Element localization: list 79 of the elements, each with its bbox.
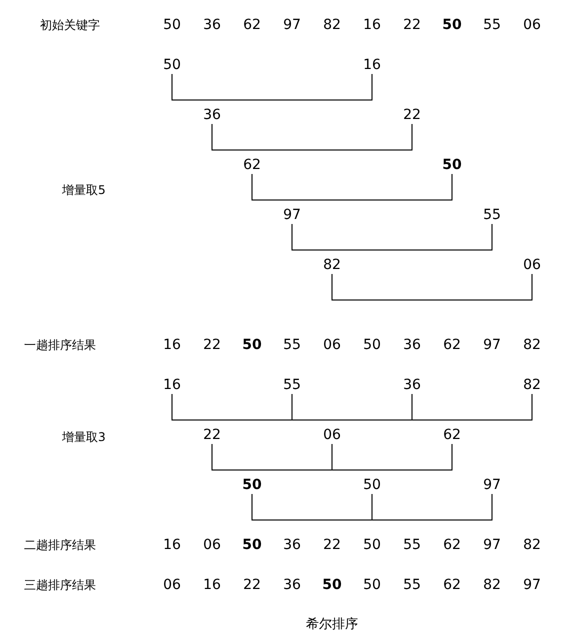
number-text: 36 — [403, 377, 421, 393]
bracket-line — [212, 444, 332, 470]
caption: 希尔排序 — [306, 617, 358, 633]
number-text: 62 — [243, 157, 261, 173]
number-text: 06 — [523, 257, 541, 273]
bracket-line — [252, 174, 452, 200]
number-text: 16 — [163, 337, 181, 353]
bracket-line — [172, 394, 292, 420]
number-text: 22 — [403, 107, 421, 123]
number-text: 82 — [523, 337, 541, 353]
number-text: 36 — [203, 17, 221, 33]
bracket-line — [332, 444, 452, 470]
number-text: 16 — [203, 577, 221, 593]
number-text: 06 — [323, 337, 341, 353]
number-text: 55 — [483, 207, 501, 223]
number-text: 16 — [163, 537, 181, 553]
number-text: 50 — [363, 337, 381, 353]
bracket-line — [212, 124, 412, 150]
bracket-line — [372, 494, 492, 520]
number-text: 97 — [483, 537, 501, 553]
number-text: 82 — [523, 377, 541, 393]
number-text: 22 — [243, 577, 261, 593]
bracket-line — [292, 394, 412, 420]
bracket-line — [412, 394, 532, 420]
number-text: 62 — [443, 427, 461, 443]
number-text: 06 — [163, 577, 181, 593]
number-text: 22 — [323, 537, 341, 553]
row-label: 增量取5 — [62, 182, 106, 198]
number-text: 55 — [283, 337, 301, 353]
number-text: 97 — [283, 17, 301, 33]
number-text: 50 — [442, 157, 462, 173]
number-text: 55 — [283, 377, 301, 393]
number-text: 06 — [523, 17, 541, 33]
row-label: 一趟排序结果 — [24, 337, 96, 353]
number-text: 50 — [163, 17, 181, 33]
number-text: 55 — [483, 17, 501, 33]
number-text: 82 — [483, 577, 501, 593]
number-text: 22 — [403, 17, 421, 33]
number-text: 36 — [403, 337, 421, 353]
number-text: 50 — [322, 577, 342, 593]
number-text: 06 — [203, 537, 221, 553]
number-text: 16 — [163, 377, 181, 393]
number-text: 97 — [283, 207, 301, 223]
number-text: 97 — [483, 337, 501, 353]
number-text: 62 — [443, 337, 461, 353]
number-text: 50 — [363, 477, 381, 493]
number-text: 55 — [403, 577, 421, 593]
number-text: 50 — [442, 17, 462, 33]
number-text: 55 — [403, 537, 421, 553]
number-text: 36 — [283, 577, 301, 593]
number-text: 22 — [203, 337, 221, 353]
number-text: 06 — [323, 427, 341, 443]
number-text: 36 — [283, 537, 301, 553]
number-text: 62 — [443, 537, 461, 553]
number-text: 97 — [483, 477, 501, 493]
row-label: 增量取3 — [62, 429, 106, 445]
number-text: 82 — [523, 537, 541, 553]
number-text: 22 — [203, 427, 221, 443]
bracket-line — [252, 494, 372, 520]
number-text: 50 — [242, 477, 262, 493]
number-text: 82 — [323, 257, 341, 273]
number-text: 62 — [243, 17, 261, 33]
row-label: 初始关键字 — [40, 17, 100, 33]
bracket-line — [332, 274, 532, 300]
bracket-line — [172, 74, 372, 100]
number-text: 50 — [363, 577, 381, 593]
row-label: 三趟排序结果 — [24, 577, 96, 593]
number-text: 50 — [242, 537, 262, 553]
number-text: 50 — [363, 537, 381, 553]
number-text: 62 — [443, 577, 461, 593]
bracket-line — [292, 224, 492, 250]
row-label: 二趟排序结果 — [24, 537, 96, 553]
number-text: 50 — [163, 57, 181, 73]
number-text: 50 — [242, 337, 262, 353]
number-text: 97 — [523, 577, 541, 593]
number-text: 16 — [363, 17, 381, 33]
number-text: 16 — [363, 57, 381, 73]
number-text: 82 — [323, 17, 341, 33]
number-text: 36 — [203, 107, 221, 123]
